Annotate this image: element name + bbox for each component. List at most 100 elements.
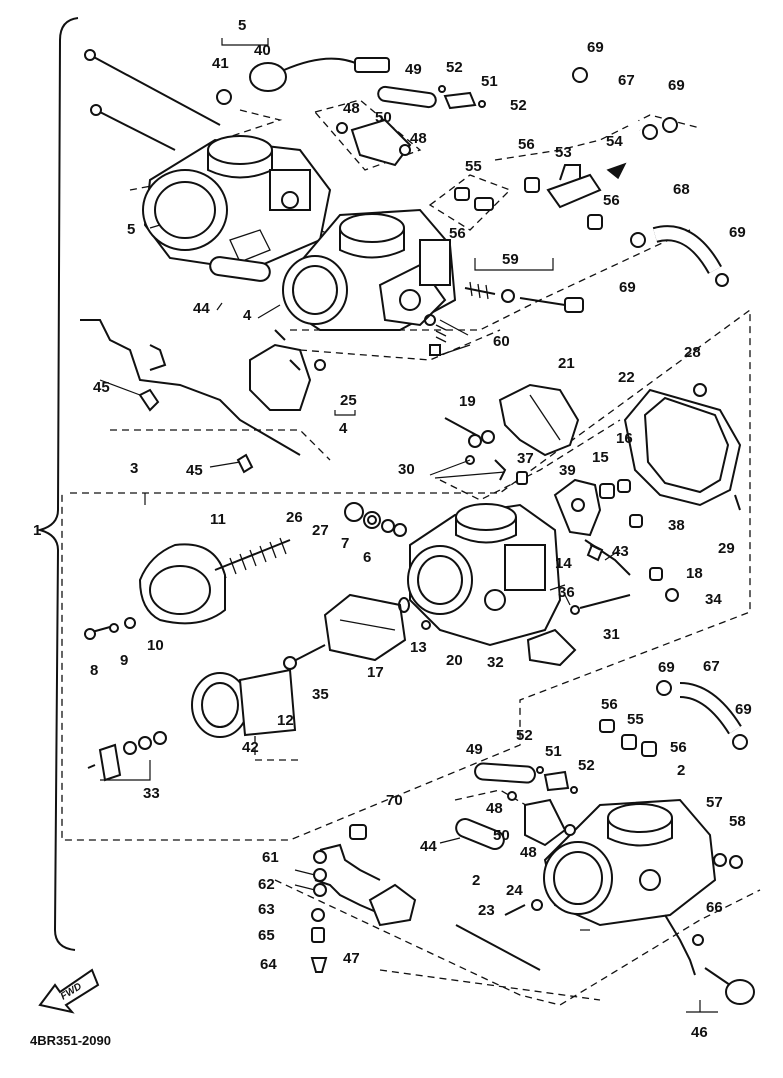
float-valve-50-top xyxy=(336,118,412,167)
pipe-49-bottom xyxy=(474,762,536,784)
float-valve-50-bottom xyxy=(507,791,576,847)
callout-44: 44 xyxy=(420,838,437,855)
callout-65: 65 xyxy=(258,927,275,944)
callout-67: 67 xyxy=(703,658,720,675)
callout-67: 67 xyxy=(618,72,635,89)
callout-44: 44 xyxy=(193,300,210,317)
fastener-stack-61-65 xyxy=(310,850,328,973)
callout-40: 40 xyxy=(254,42,271,59)
callout-62: 62 xyxy=(258,876,275,893)
callout-17: 17 xyxy=(367,664,384,681)
callout-10: 10 xyxy=(147,637,164,654)
callout-48: 48 xyxy=(343,100,360,117)
callout-18: 18 xyxy=(686,565,703,582)
callout-20: 20 xyxy=(446,652,463,669)
linkage-47 xyxy=(314,843,417,927)
connecting-rods xyxy=(84,49,541,971)
callout-52: 52 xyxy=(446,59,463,76)
callout-36: 36 xyxy=(558,584,575,601)
callout-31: 31 xyxy=(603,626,620,643)
callout-5: 5 xyxy=(238,17,246,34)
lever-32 xyxy=(526,628,577,667)
carburetor-body-5 xyxy=(142,135,332,272)
callout-69: 69 xyxy=(735,701,752,718)
callout-25: 25 xyxy=(340,392,357,409)
washers-6-7-26-27 xyxy=(344,502,407,537)
callout-49: 49 xyxy=(466,741,483,758)
lever-assembly-25 xyxy=(249,329,326,411)
callout-11: 11 xyxy=(210,511,226,528)
callout-52: 52 xyxy=(578,757,595,774)
parts-57-58 xyxy=(713,853,743,869)
callout-50: 50 xyxy=(375,109,392,126)
callout-30: 30 xyxy=(398,461,415,478)
callout-58: 58 xyxy=(729,813,746,830)
callout-69: 69 xyxy=(668,77,685,94)
float-bowl-22 xyxy=(623,383,742,511)
callout-7: 7 xyxy=(341,535,349,552)
callout-38: 38 xyxy=(668,517,685,534)
callout-69: 69 xyxy=(619,279,636,296)
callout-6: 6 xyxy=(363,549,371,566)
callout-2: 2 xyxy=(677,762,685,779)
callout-52: 52 xyxy=(510,97,527,114)
callout-24: 24 xyxy=(506,882,523,899)
screw-set-33 xyxy=(87,731,167,782)
callout-61: 61 xyxy=(262,849,279,866)
callout-56: 56 xyxy=(603,192,620,209)
callout-4: 4 xyxy=(243,307,252,324)
callout-labels: 1 2 2 3 4 4 5 5 6 7 8 9 10 11 12 13 14 1… xyxy=(33,17,752,1041)
small-parts-15-16-18-34-38 xyxy=(599,479,679,602)
hose-67-top xyxy=(572,67,678,140)
callout-3: 3 xyxy=(130,460,138,477)
callout-23: 23 xyxy=(478,902,495,919)
callout-33: 33 xyxy=(143,785,160,802)
callout-1: 1 xyxy=(33,522,41,539)
callout-16: 16 xyxy=(616,430,633,447)
forward-direction-arrow-icon: FWD xyxy=(38,968,100,1014)
pipe-49-top xyxy=(377,85,486,110)
bolt-35 xyxy=(283,644,326,670)
callout-26: 26 xyxy=(286,509,303,526)
bracket-21 xyxy=(498,383,580,457)
callout-2: 2 xyxy=(472,872,480,889)
screw-set-59 xyxy=(464,281,584,313)
pipe-44-bottom xyxy=(455,818,505,850)
callout-39: 39 xyxy=(559,462,576,479)
fittings-55-56 xyxy=(454,177,603,230)
callout-45: 45 xyxy=(93,379,110,396)
screws-31-36 xyxy=(570,594,631,615)
callout-32: 32 xyxy=(487,654,504,671)
callout-15: 15 xyxy=(592,449,609,466)
callout-55: 55 xyxy=(465,158,482,175)
callout-45: 45 xyxy=(186,462,203,479)
screws-8-9 xyxy=(84,617,136,640)
callout-48: 48 xyxy=(486,800,503,817)
piston-diaphragm-12 xyxy=(191,668,297,738)
callout-28: 28 xyxy=(684,344,701,361)
callout-64: 64 xyxy=(260,956,277,973)
callout-56: 56 xyxy=(449,225,466,242)
screws-23-24 xyxy=(504,899,543,916)
callout-48: 48 xyxy=(410,130,427,147)
throttle-linkage-45 xyxy=(80,319,301,474)
callout-51: 51 xyxy=(545,743,562,760)
pipe-44-top xyxy=(209,256,271,282)
callout-35: 35 xyxy=(312,686,329,703)
callout-12: 12 xyxy=(277,712,294,729)
callout-56: 56 xyxy=(670,739,687,756)
callout-14: 14 xyxy=(555,555,572,572)
callout-46: 46 xyxy=(691,1024,708,1041)
callout-63: 63 xyxy=(258,901,275,918)
callout-9: 9 xyxy=(120,652,128,669)
callout-29: 29 xyxy=(718,540,735,557)
callout-19: 19 xyxy=(459,393,476,410)
callout-60: 60 xyxy=(493,333,510,350)
callout-41: 41 xyxy=(212,55,229,72)
callout-70: 70 xyxy=(386,792,403,809)
callout-53: 53 xyxy=(555,144,572,161)
o-rings-13-20 xyxy=(398,597,431,630)
assembly-bracket xyxy=(36,17,79,951)
callout-66: 66 xyxy=(706,899,723,916)
callout-4: 4 xyxy=(339,420,348,437)
